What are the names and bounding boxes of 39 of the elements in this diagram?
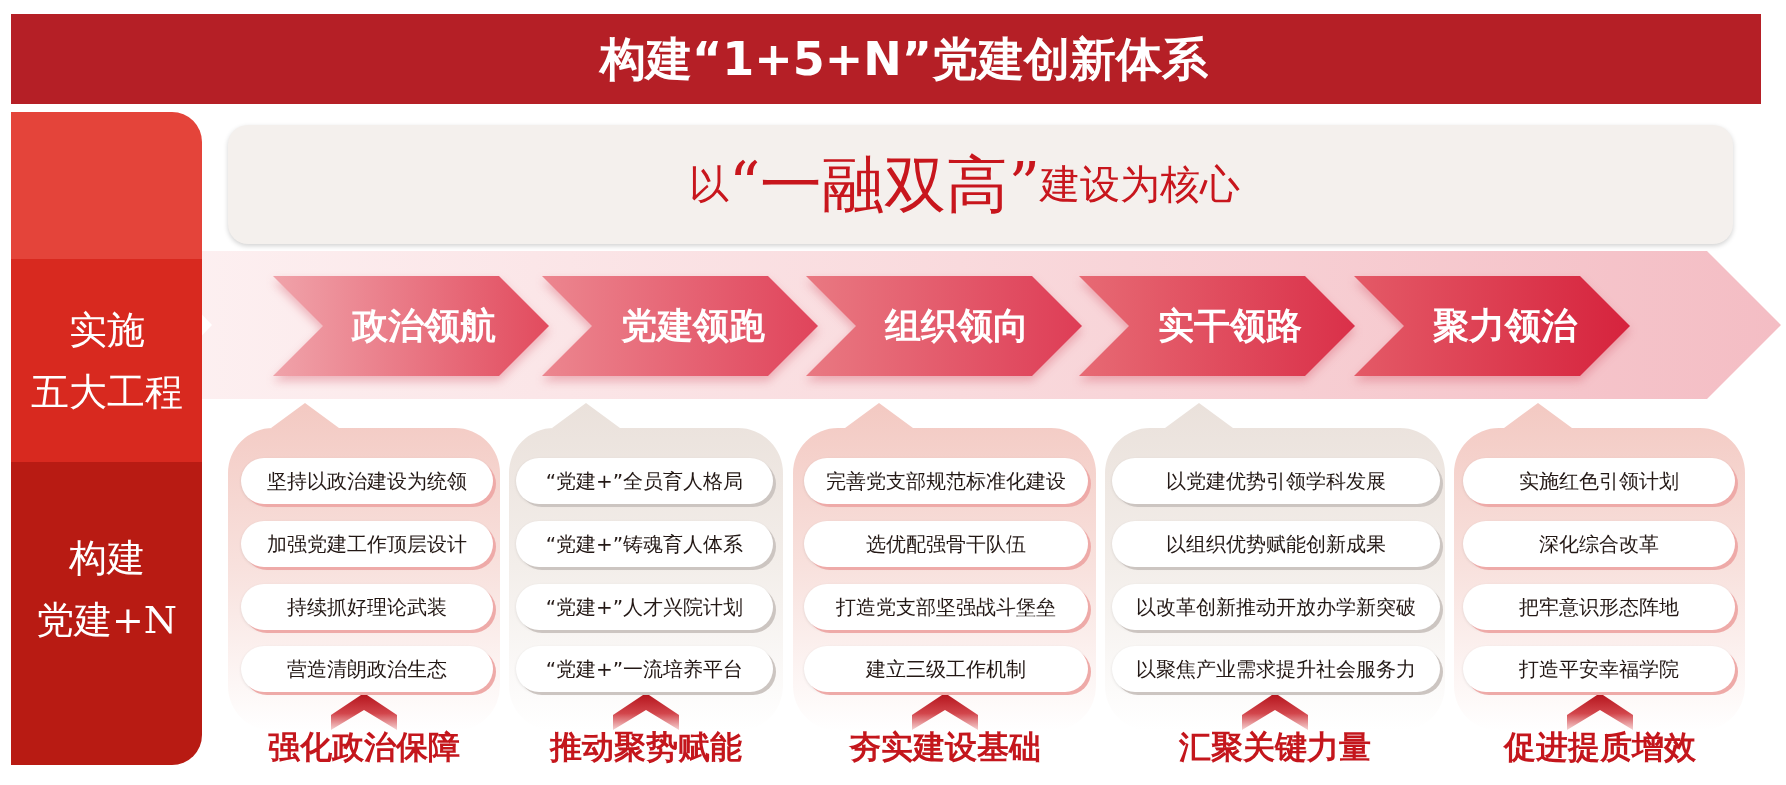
bubble-panel [509, 403, 783, 765]
pill-box: 以党建优势引领学科发展 [1112, 458, 1440, 504]
sidebar-band: 实施五大工程 [11, 259, 202, 462]
panel-heading: 推动聚势赋能 [548, 729, 743, 765]
panel-heading: 促进提质增效 [1502, 729, 1697, 765]
core-box: 以“一融双高”建设为核心 [228, 125, 1733, 244]
bubble-panel [1454, 403, 1745, 765]
pill-box: 持续抓好理论武装 [241, 584, 493, 630]
pill-box: 实施红色引领计划 [1463, 458, 1735, 504]
pill-box: 选优配强骨干队伍 [804, 521, 1088, 567]
chevron-step: 政治领航 [273, 276, 549, 376]
pill-box: 坚持以政治建设为统领 [241, 458, 493, 504]
pill-box: “党建+”铸魂育人体系 [516, 521, 773, 567]
pill-box: 打造平安幸福学院 [1463, 646, 1735, 692]
chevron-step: 实干领路 [1079, 276, 1355, 376]
panel-heading: 强化政治保障 [267, 729, 461, 765]
bubble-panel [1105, 403, 1445, 765]
panel-heading: 汇聚关键力量 [1178, 729, 1372, 765]
pill-box: 完善党支部规范标准化建设 [804, 458, 1088, 504]
pill-box: 建立三级工作机制 [804, 646, 1088, 692]
pill-box: 以改革创新推动开放办学新突破 [1112, 584, 1440, 630]
pill-box: “党建+”人才兴院计划 [516, 584, 773, 630]
pill-box: 打造党支部坚强战斗堡垒 [804, 584, 1088, 630]
bubble-panel [793, 403, 1096, 765]
pill-box: 以聚焦产业需求提升社会服务力 [1112, 646, 1440, 692]
chevron-step: 组织领向 [806, 276, 1082, 376]
chevron-step: 党建领跑 [542, 276, 818, 376]
sidebar-band: 构建党建+N [11, 462, 202, 765]
pill-box: 把牢意识形态阵地 [1463, 584, 1735, 630]
pill-box: 营造清朗政治生态 [241, 646, 493, 692]
bubble-panel [228, 403, 500, 765]
pill-box: 加强党建工作顶层设计 [241, 521, 493, 567]
pill-box: 以组织优势赋能创新成果 [1112, 521, 1440, 567]
pill-box: “党建+”全员育人格局 [516, 458, 773, 504]
chevron-step: 聚力领治 [1354, 276, 1630, 376]
title-banner: 构建“1+5+N”党建创新体系 [11, 14, 1761, 104]
panel-heading: 夯实建设基础 [847, 729, 1042, 765]
pill-box: 深化综合改革 [1463, 521, 1735, 567]
pill-box: “党建+”一流培养平台 [516, 646, 773, 692]
